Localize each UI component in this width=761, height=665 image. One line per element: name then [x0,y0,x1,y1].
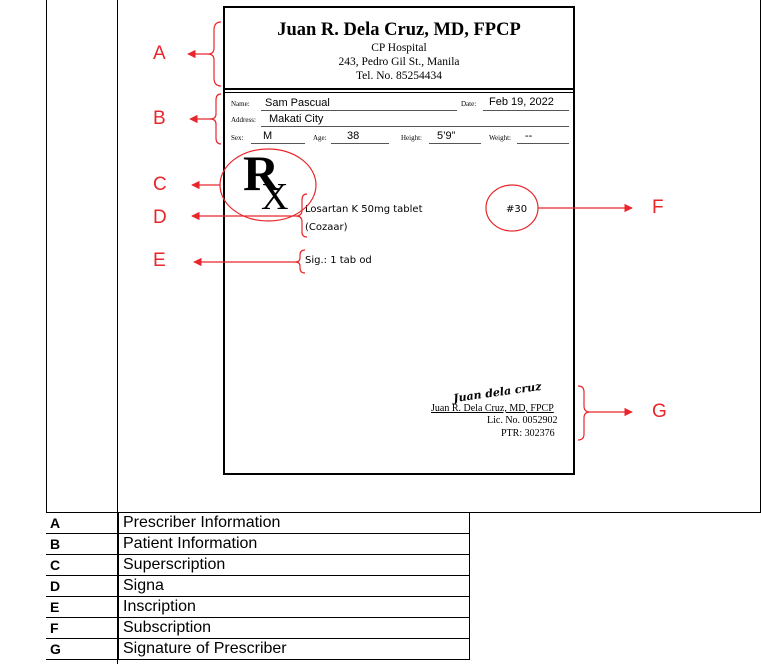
signa-text: Sig.: 1 tab od [305,255,372,266]
legend-key: A [46,513,119,534]
legend-key: B [46,533,119,555]
legend-row: E Inscription [46,596,470,618]
address-underline [261,126,569,127]
legend-key: G [46,638,119,660]
sex-value: M [263,130,273,142]
weight-value: -- [525,130,533,142]
legend-key: C [46,554,119,576]
name-value: Sam Pascual [265,97,330,109]
legend-label: Patient Information [118,533,470,555]
legend-row: C Superscription [46,554,470,576]
sex-underline [251,143,305,144]
legend-row: D Signa [46,575,470,597]
hospital-name: CP Hospital [371,42,427,54]
legend-label: Inscription [118,596,470,618]
legend-row: A Prescriber Information [46,513,470,534]
quantity: #30 [506,204,528,215]
age-value: 38 [347,130,360,142]
license-number: Lic. No. 0052902 [487,415,558,426]
name-underline [261,110,457,111]
name-label: Name: [231,100,250,108]
rx-cross: X [261,176,289,218]
frame-left-border [46,0,47,513]
header-divider-bottom [225,92,573,93]
age-underline [331,143,389,144]
date-underline [483,110,569,111]
legend-label: Signa [118,575,470,597]
callout-f: F [652,197,664,218]
legend-row: G Signature of Prescriber [46,638,470,660]
address-value: Makati City [269,113,324,125]
medicine-line-2: (Cozaar) [305,222,348,233]
weight-underline [517,143,569,144]
legend-label: Superscription [118,554,470,576]
height-underline [429,143,481,144]
legend-key: E [46,596,119,618]
callout-a: A [153,43,166,64]
address-label: Address: [231,116,256,124]
legend-table: A Prescriber Information B Patient Infor… [46,513,470,660]
legend-row: F Subscription [46,617,470,639]
weight-label: Weight: [489,134,511,142]
hospital-tel: Tel. No. 85254434 [355,70,443,82]
frame-column-divider [117,0,118,664]
bracket-g [577,385,591,441]
callout-g: G [652,401,667,422]
date-value: Feb 19, 2022 [489,96,554,108]
legend-label: Prescriber Information [118,513,470,534]
callout-b: B [153,108,166,129]
doctor-name: Juan R. Dela Cruz, MD, FPCP [277,20,521,40]
height-label: Height: [401,134,422,142]
signature-name: Juan R. Dela Cruz, MD, FPCP [431,403,554,414]
date-label: Date: [461,100,477,108]
signature-scribble: Juan dela cruz [452,379,543,406]
legend-label: Signature of Prescriber [118,638,470,660]
legend-key: F [46,617,119,639]
callout-d: D [153,207,167,228]
callout-e: E [153,250,166,271]
ptr-number: PTR: 302376 [501,428,555,439]
frame-bottom-border [46,512,761,513]
medicine-line-1: Losartan K 50mg tablet [305,204,423,215]
age-label: Age: [313,134,327,142]
legend-key: D [46,575,119,597]
sex-label: Sex: [231,134,244,142]
prescription-sheet: Juan R. Dela Cruz, MD, FPCP CP Hospital … [223,6,575,475]
legend-row: B Patient Information [46,533,470,555]
callout-c: C [153,174,167,195]
bracket-a [207,21,222,87]
height-value: 5’9” [437,130,456,142]
legend-label: Subscription [118,617,470,639]
hospital-address: 243, Pedro Gil St., Manila [338,56,460,68]
bracket-b [209,93,222,145]
header-divider-top [225,88,573,90]
